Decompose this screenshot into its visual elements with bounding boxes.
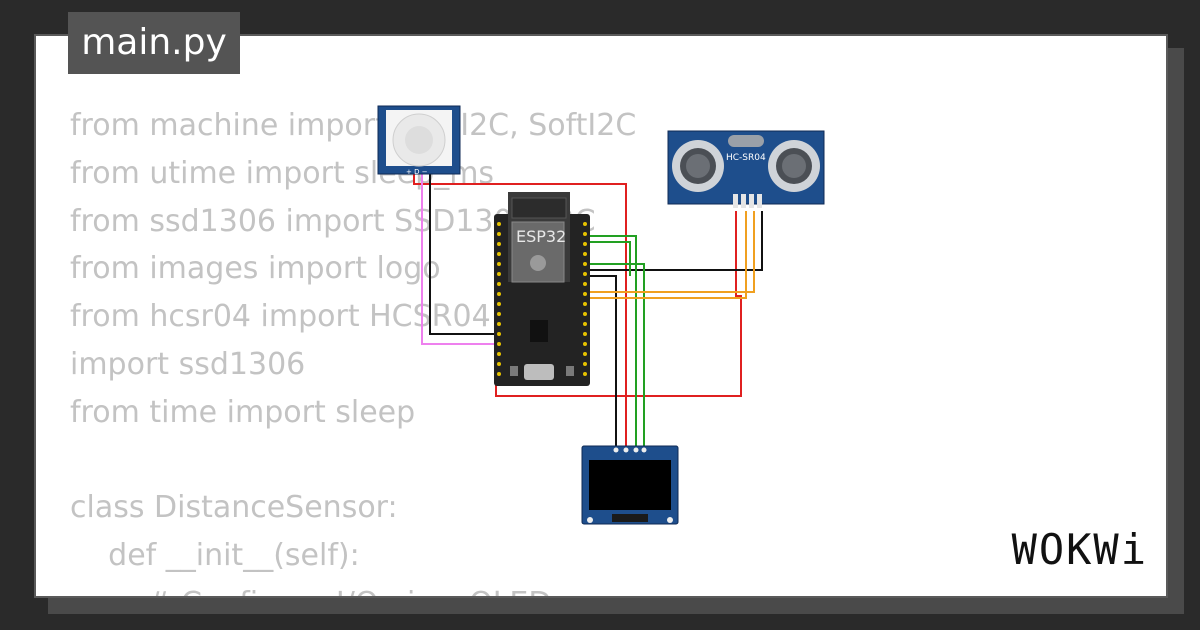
esp32-board[interactable]: ESP32: [494, 192, 590, 386]
file-tab-main-py[interactable]: main.py: [68, 12, 240, 74]
wire-black-gnd: [588, 211, 763, 271]
simulation-canvas[interactable]: from machine import Pin, I2C, SoftI2C fr…: [34, 34, 1168, 598]
wire-black-pir: [429, 174, 496, 335]
wire-pink-pir: [421, 174, 496, 345]
ultrasonic-label: HC-SR04: [726, 153, 766, 163]
wire-orange-2: [588, 211, 747, 299]
wire-black-oled: [588, 275, 617, 446]
circuit-diagram[interactable]: + D − HC-SR04 ESP32: [36, 36, 1166, 596]
wokwi-logo: WOKWi: [1011, 525, 1148, 574]
wire-green-1: [588, 235, 637, 446]
wire-green-3: [588, 263, 645, 446]
ultrasonic-sensor[interactable]: HC-SR04: [667, 130, 825, 208]
pir-sensor[interactable]: + D −: [377, 105, 461, 176]
pir-pin-labels: + D −: [406, 168, 428, 176]
wire-red-pir: [413, 174, 627, 446]
wire-orange-1: [588, 211, 755, 293]
oled-display[interactable]: [581, 445, 679, 525]
esp32-label: ESP32: [516, 227, 566, 246]
